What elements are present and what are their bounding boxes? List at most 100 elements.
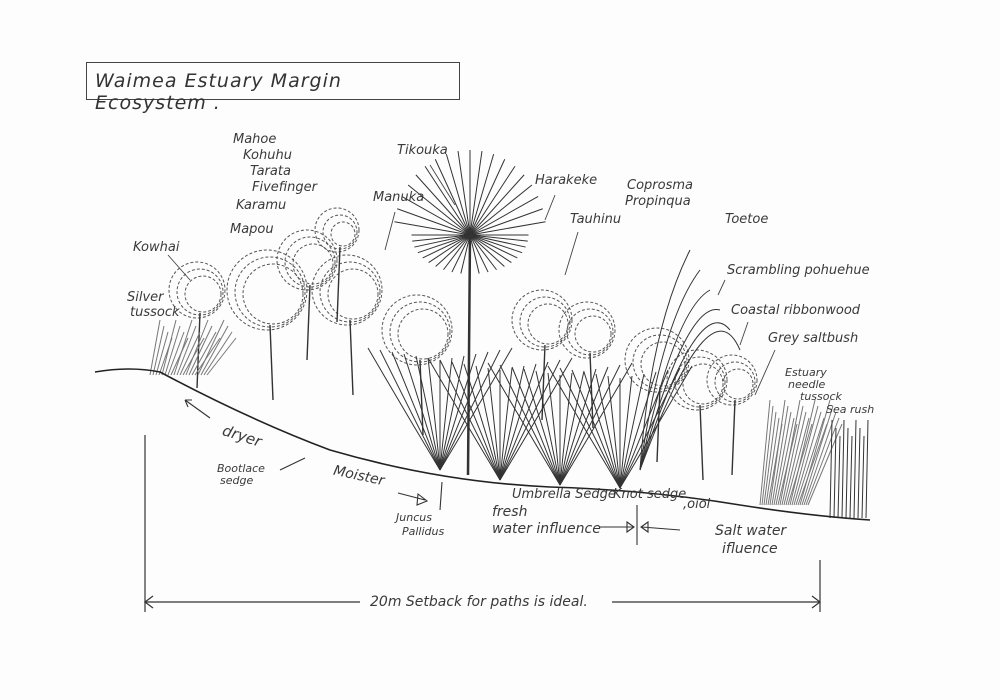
shrub-trunk: [656, 386, 661, 463]
toetoe-stem: [639, 322, 731, 471]
label-bootlace: Bootlace: [217, 462, 265, 475]
silver-tussock-blade: [194, 337, 221, 376]
label-tauhinu: Tauhinu: [570, 212, 622, 227]
shrub-trunk: [196, 312, 201, 389]
tikouka-leaf: [445, 154, 471, 236]
toetoe-stem: [639, 308, 721, 471]
label-tikouka: Tikouka: [397, 143, 448, 158]
flax-blade: [439, 351, 489, 471]
tussock-blade: [765, 417, 780, 506]
shrub-canopy: [284, 236, 336, 288]
flax-blade: [559, 364, 621, 486]
tikouka-leaf: [469, 234, 528, 242]
tikouka-leaf: [469, 165, 516, 236]
shrub-trunk: [306, 284, 311, 361]
tikouka-leaf: [469, 184, 533, 236]
tussock-blade: [761, 405, 774, 506]
label-oioi: ,oioi: [683, 497, 711, 512]
label-silver: Silver: [127, 290, 164, 305]
sea-rush-stem: [861, 435, 865, 519]
tussock-blade: [769, 399, 786, 506]
silver-tussock-blade: [164, 325, 181, 376]
flax-blade: [439, 347, 513, 471]
shrub-canopy: [682, 363, 724, 405]
shrub-trunk: [731, 399, 736, 476]
flax-blade: [619, 371, 657, 489]
shrub-canopy: [381, 294, 453, 366]
tikouka-leaf: [434, 159, 471, 236]
shrub-canopy: [624, 327, 690, 393]
tussock-blade: [763, 411, 777, 506]
shrub-canopy: [314, 207, 360, 253]
silver-tussock-blade: [155, 331, 169, 376]
tikouka-leaf: [417, 234, 471, 254]
tussock-blade: [779, 399, 801, 506]
tikouka-leaf: [469, 234, 526, 248]
silver-tussock-blade: [206, 337, 237, 376]
tikouka-leaf: [397, 208, 471, 236]
label-toetoe: Toetoe: [725, 212, 769, 227]
label-coprosma: Coprosma: [627, 178, 693, 193]
flax-blade: [367, 347, 441, 471]
flax-blade: [439, 357, 453, 471]
label-karamu: Karamu: [236, 198, 287, 213]
silver-tussock-blade: [188, 325, 213, 376]
silver-tussock-blade: [179, 331, 201, 376]
label-kowhai: Kowhai: [133, 240, 180, 255]
flax-blade: [403, 353, 441, 471]
tikouka-leaf: [469, 234, 497, 271]
label-needle-tussock: tussock: [800, 390, 842, 403]
label-tarata: Tarata: [250, 164, 291, 179]
shrub-canopy: [666, 349, 728, 411]
tikouka-leaf: [469, 195, 539, 236]
setback-dimension: [144, 435, 821, 612]
silver-tussock-blade: [197, 319, 225, 376]
flax-blade: [391, 351, 441, 471]
shrub-canopy: [292, 243, 334, 285]
flax-blade: [619, 373, 645, 489]
tussock-blade: [771, 405, 789, 506]
sea-rush-stem: [849, 435, 853, 519]
flax-blade: [499, 363, 537, 481]
flax-blade: [463, 363, 501, 481]
shrub-canopy: [311, 254, 383, 326]
tikouka-leaf: [469, 234, 523, 254]
flax-blade: [499, 365, 525, 481]
label-pallidus: Pallidus: [402, 525, 445, 538]
gradient-arrows: [184, 399, 681, 545]
tikouka-leaf: [469, 221, 546, 236]
label-fresh: fresh: [492, 504, 528, 520]
label-estuary: Estuary: [785, 366, 827, 379]
shrub-canopy: [276, 229, 338, 291]
label-umbrella-sedge: Umbrella Sedge: [512, 487, 616, 502]
flax-blade: [535, 370, 561, 486]
tussock-blade: [773, 411, 792, 506]
tikouka-leaf: [469, 234, 489, 273]
setback-label: 20m Setback for paths is ideal.: [370, 594, 588, 610]
sea-rush-stem: [841, 419, 845, 519]
silver-tussock-blade: [191, 331, 217, 376]
tikouka-leaf: [469, 154, 495, 236]
tussock-blade: [791, 405, 819, 506]
shrub-canopy: [527, 303, 569, 345]
label-bootlace-sedge: sedge: [220, 474, 254, 487]
tikouka-leaf: [469, 234, 480, 274]
tussock-blade: [795, 417, 825, 506]
flax-blade: [439, 349, 501, 471]
flax-blade: [439, 355, 465, 471]
sea-rush-stem: [865, 419, 869, 519]
shrub-canopy: [574, 315, 612, 353]
label-salt-influence: ifluence: [722, 541, 778, 557]
shrub-canopy: [397, 308, 449, 360]
shrub-trunk: [336, 246, 341, 323]
label-mapou: Mapou: [230, 222, 274, 237]
flax-blade: [499, 359, 561, 481]
tussock-blade: [799, 399, 831, 506]
label-manuka: Manuka: [373, 190, 425, 205]
flax-blade: [427, 357, 501, 481]
title-box: Waimea Estuary Margin Ecosystem .: [86, 62, 460, 114]
flax-blade: [559, 367, 621, 489]
flax-blade: [607, 375, 621, 489]
